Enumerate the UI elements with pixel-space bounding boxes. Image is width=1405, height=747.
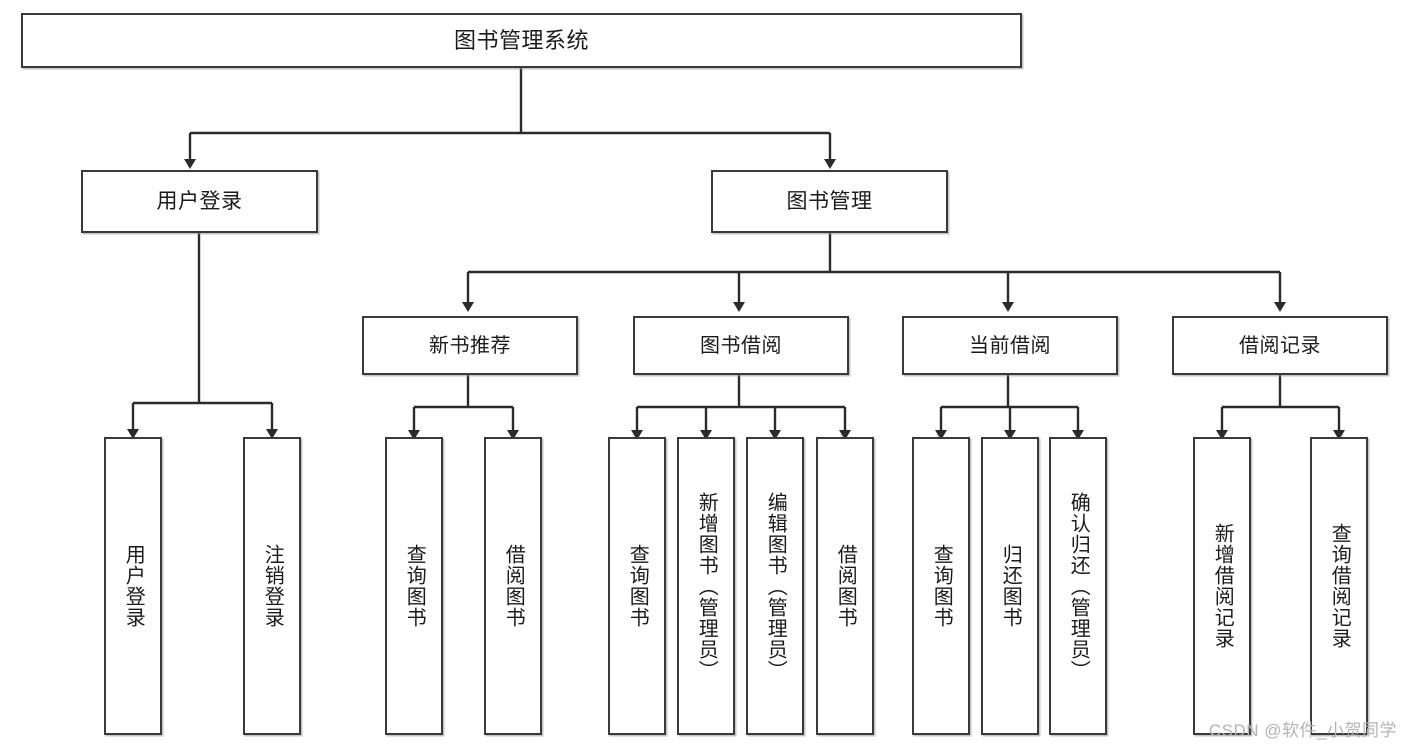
node-label: 查询图书 <box>930 544 953 628</box>
leaf-borrow-borrow-book[interactable]: 借阅图书 <box>816 437 874 735</box>
leaf-current-query-book[interactable]: 查询图书 <box>912 437 970 735</box>
node-label: 新书推荐 <box>429 334 511 357</box>
node-label: 借阅记录 <box>1239 334 1321 357</box>
leaf-current-confirm-return-admin[interactable]: 确认归还（管理员） <box>1049 437 1107 735</box>
node-label: 借阅图书 <box>834 544 857 628</box>
node-book-management[interactable]: 图书管理 <box>711 170 948 233</box>
leaf-user-login[interactable]: 用户登录 <box>104 437 162 735</box>
node-label: 查询图书 <box>626 544 649 628</box>
leaf-borrow-add-book-admin[interactable]: 新增图书（管理员） <box>677 437 735 735</box>
node-root-system[interactable]: 图书管理系统 <box>21 13 1022 68</box>
node-label: 图书管理 <box>786 190 873 213</box>
node-user-login[interactable]: 用户登录 <box>81 170 318 233</box>
leaf-borrow-edit-book-admin[interactable]: 编辑图书（管理员） <box>746 437 804 735</box>
node-new-book-recommend[interactable]: 新书推荐 <box>362 316 578 375</box>
node-label: 注销登录 <box>261 544 284 628</box>
watermark-text: CSDN @软件_小贺同学 <box>1208 721 1397 740</box>
node-label: 图书管理系统 <box>453 27 589 53</box>
node-label: 查询图书 <box>403 544 426 628</box>
leaf-borrow-query-book[interactable]: 查询图书 <box>608 437 666 735</box>
node-label: 归还图书 <box>999 544 1022 628</box>
node-label: 用户登录 <box>122 544 145 628</box>
leaf-user-logout[interactable]: 注销登录 <box>243 437 301 735</box>
node-label: 新增借阅记录 <box>1211 523 1234 649</box>
leaf-records-add-record[interactable]: 新增借阅记录 <box>1193 437 1251 735</box>
leaf-recommend-borrow-book[interactable]: 借阅图书 <box>484 437 542 735</box>
node-book-borrow[interactable]: 图书借阅 <box>633 316 849 375</box>
node-label: 图书借阅 <box>700 334 782 357</box>
leaf-current-return-book[interactable]: 归还图书 <box>981 437 1039 735</box>
node-label: 确认归还（管理员） <box>1067 491 1090 681</box>
leaf-recommend-query-book[interactable]: 查询图书 <box>385 437 443 735</box>
node-label: 借阅图书 <box>502 544 525 628</box>
node-label: 查询借阅记录 <box>1328 523 1351 649</box>
node-label: 当前借阅 <box>969 334 1051 357</box>
node-borrow-records[interactable]: 借阅记录 <box>1172 316 1388 375</box>
node-current-borrow[interactable]: 当前借阅 <box>902 316 1118 375</box>
node-label: 用户登录 <box>156 190 243 213</box>
leaf-records-query-record[interactable]: 查询借阅记录 <box>1310 437 1368 735</box>
node-label: 新增图书（管理员） <box>695 491 718 681</box>
node-label: 编辑图书（管理员） <box>764 491 787 681</box>
